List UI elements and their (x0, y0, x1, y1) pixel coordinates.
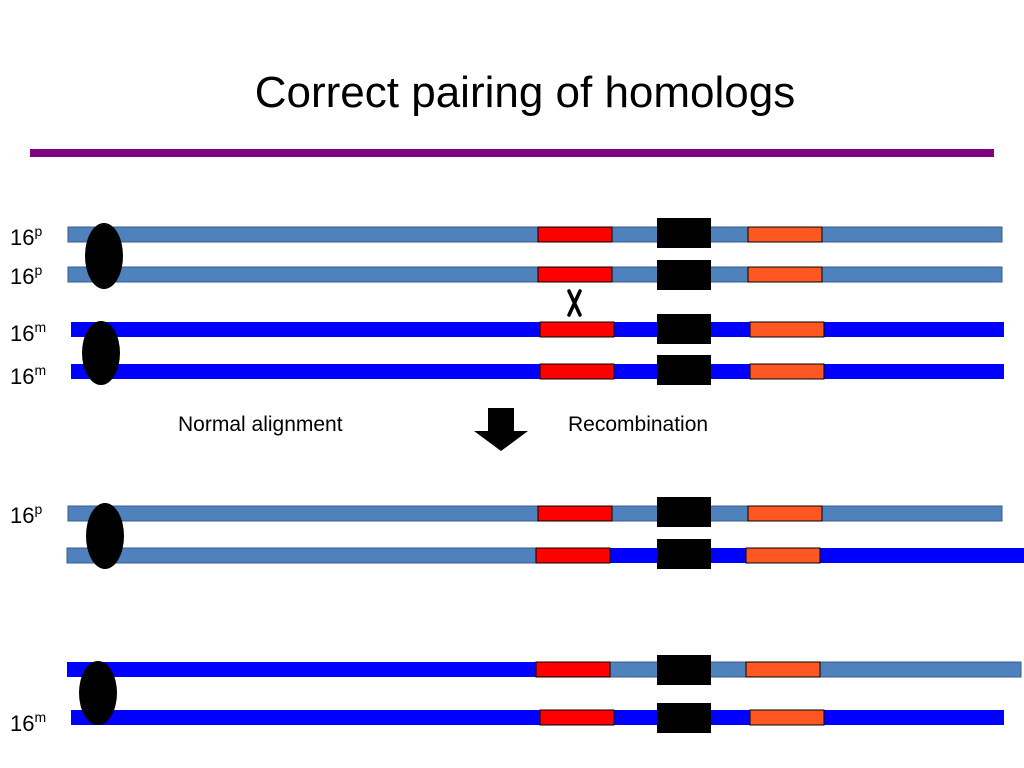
orange-segment (747, 266, 823, 283)
crossover-x-icon (567, 289, 582, 317)
caption-normal-alignment: Normal alignment (178, 413, 343, 436)
centromere-16m-top (82, 321, 120, 385)
orange-segment (747, 226, 823, 243)
chromatid-16p-top-1 (67, 218, 1003, 248)
red-segment (535, 661, 611, 678)
orange-segment (749, 363, 825, 380)
chromatid-16m-bottom-2 (71, 703, 1004, 733)
chromatid-16p-top-2 (67, 260, 1003, 290)
centromere-16p-bottom (86, 503, 124, 569)
label-16p-2: 16p (10, 262, 43, 289)
black-block (657, 539, 711, 569)
red-segment (537, 505, 613, 522)
chromatid-recombinant-pm (66, 539, 1024, 569)
chromatid-16p-bottom-1 (67, 497, 1003, 527)
black-block (657, 355, 711, 385)
title-rule (30, 149, 994, 157)
black-block (657, 218, 711, 248)
label-16m-1: 16m (10, 319, 47, 346)
label-16p-1: 16p (10, 223, 43, 250)
red-segment (539, 709, 615, 726)
down-arrow-icon (474, 408, 528, 451)
label-16p-3: 16p (10, 501, 43, 528)
black-block (657, 703, 711, 733)
label-16m-2: 16m (10, 362, 47, 389)
orange-segment (749, 709, 825, 726)
red-segment (539, 321, 615, 338)
red-segment (537, 266, 613, 283)
chromatid-recombinant-mp (67, 655, 1022, 685)
black-block (657, 655, 711, 685)
centromere-16m-bottom (79, 661, 117, 725)
chromatid-16m-top-2 (71, 355, 1004, 385)
red-segment (539, 363, 615, 380)
orange-segment (745, 547, 821, 564)
centromere-16p-top (85, 223, 123, 289)
red-segment (535, 547, 611, 564)
black-block (657, 314, 711, 344)
orange-segment (749, 321, 825, 338)
chromatid-16m-top-1 (71, 314, 1004, 344)
slide-title: Correct pairing of homologs (254, 68, 796, 117)
black-block (657, 497, 711, 527)
label-16m-3: 16m (10, 709, 47, 736)
black-block (657, 260, 711, 290)
orange-segment (745, 661, 821, 678)
red-segment (537, 226, 613, 243)
caption-recombination: Recombination (568, 413, 709, 436)
orange-segment (747, 505, 823, 522)
